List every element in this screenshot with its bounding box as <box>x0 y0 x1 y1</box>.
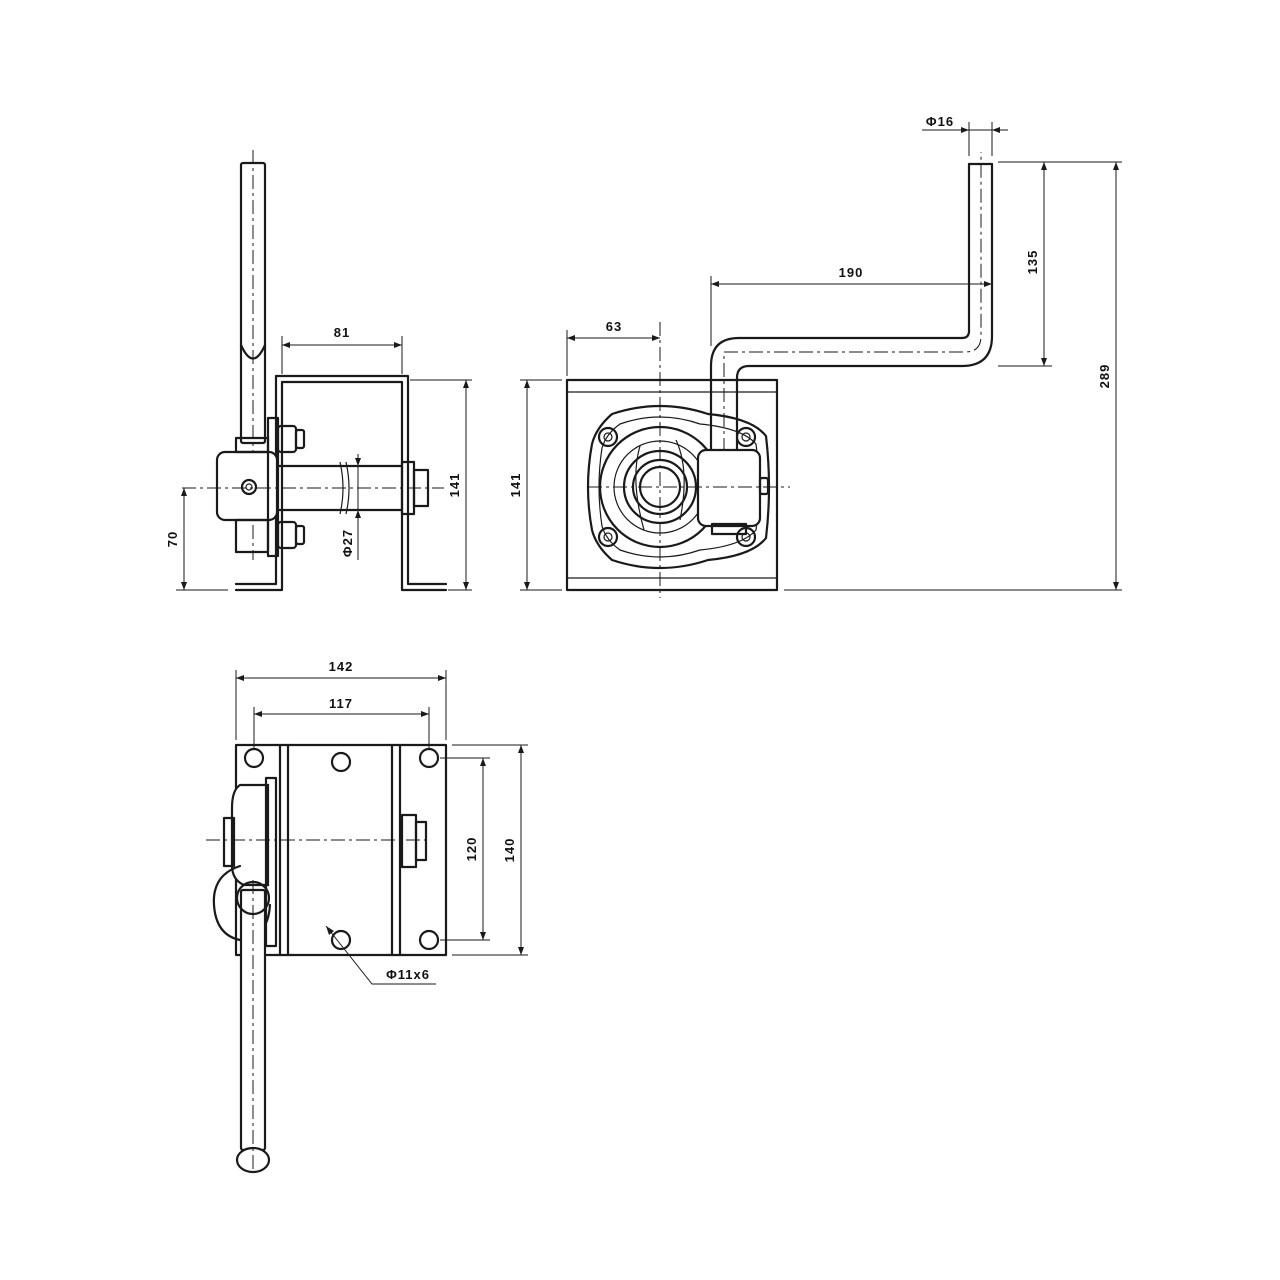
dim-overall-height: 289 <box>1097 364 1112 389</box>
dim-shaft-diameter: Φ27 <box>340 529 355 557</box>
front-mount-holes <box>597 426 757 548</box>
front-view: 63 190 135 289 141 Φ16 <box>508 114 1122 598</box>
dim-handle-length: 135 <box>1025 250 1040 275</box>
dim-handle-diameter: Φ16 <box>926 114 954 129</box>
dim-base-depth: 140 <box>502 838 517 863</box>
side-drum-shaft <box>182 460 444 516</box>
front-dimensions: 63 190 135 289 141 Φ16 <box>508 114 1122 591</box>
dim-front-offset: 63 <box>606 319 622 334</box>
side-handle <box>239 150 267 560</box>
dim-crank-radius: 190 <box>839 265 864 280</box>
front-crank-hub <box>696 448 770 536</box>
dim-side-width: 81 <box>334 325 350 340</box>
dim-mount-holes: Φ11x6 <box>386 967 430 982</box>
top-dimensions: 142 117 120 140 Φ11x6 <box>235 659 528 985</box>
side-view: 81 141 70 Φ27 <box>165 150 472 592</box>
top-center-lines <box>206 839 430 1170</box>
dim-axis-height: 70 <box>165 531 180 547</box>
side-bolts <box>276 424 306 550</box>
top-view: 142 117 120 140 Φ11x6 <box>206 659 528 1174</box>
dim-hole-spacing-y: 120 <box>464 837 479 862</box>
top-drum-boss <box>400 813 428 869</box>
dim-front-height: 141 <box>508 473 523 498</box>
dim-base-width: 142 <box>329 659 354 674</box>
side-gear-housing <box>215 416 280 558</box>
front-base-plate <box>565 378 779 592</box>
side-bracket <box>234 374 448 592</box>
dim-hole-spacing-x: 117 <box>329 696 353 711</box>
side-dimensions: 81 141 70 Φ27 <box>165 325 472 591</box>
dim-side-height: 141 <box>447 473 462 498</box>
front-flange <box>586 404 771 570</box>
front-center-lines <box>588 322 790 598</box>
front-crank-handle <box>709 152 994 454</box>
